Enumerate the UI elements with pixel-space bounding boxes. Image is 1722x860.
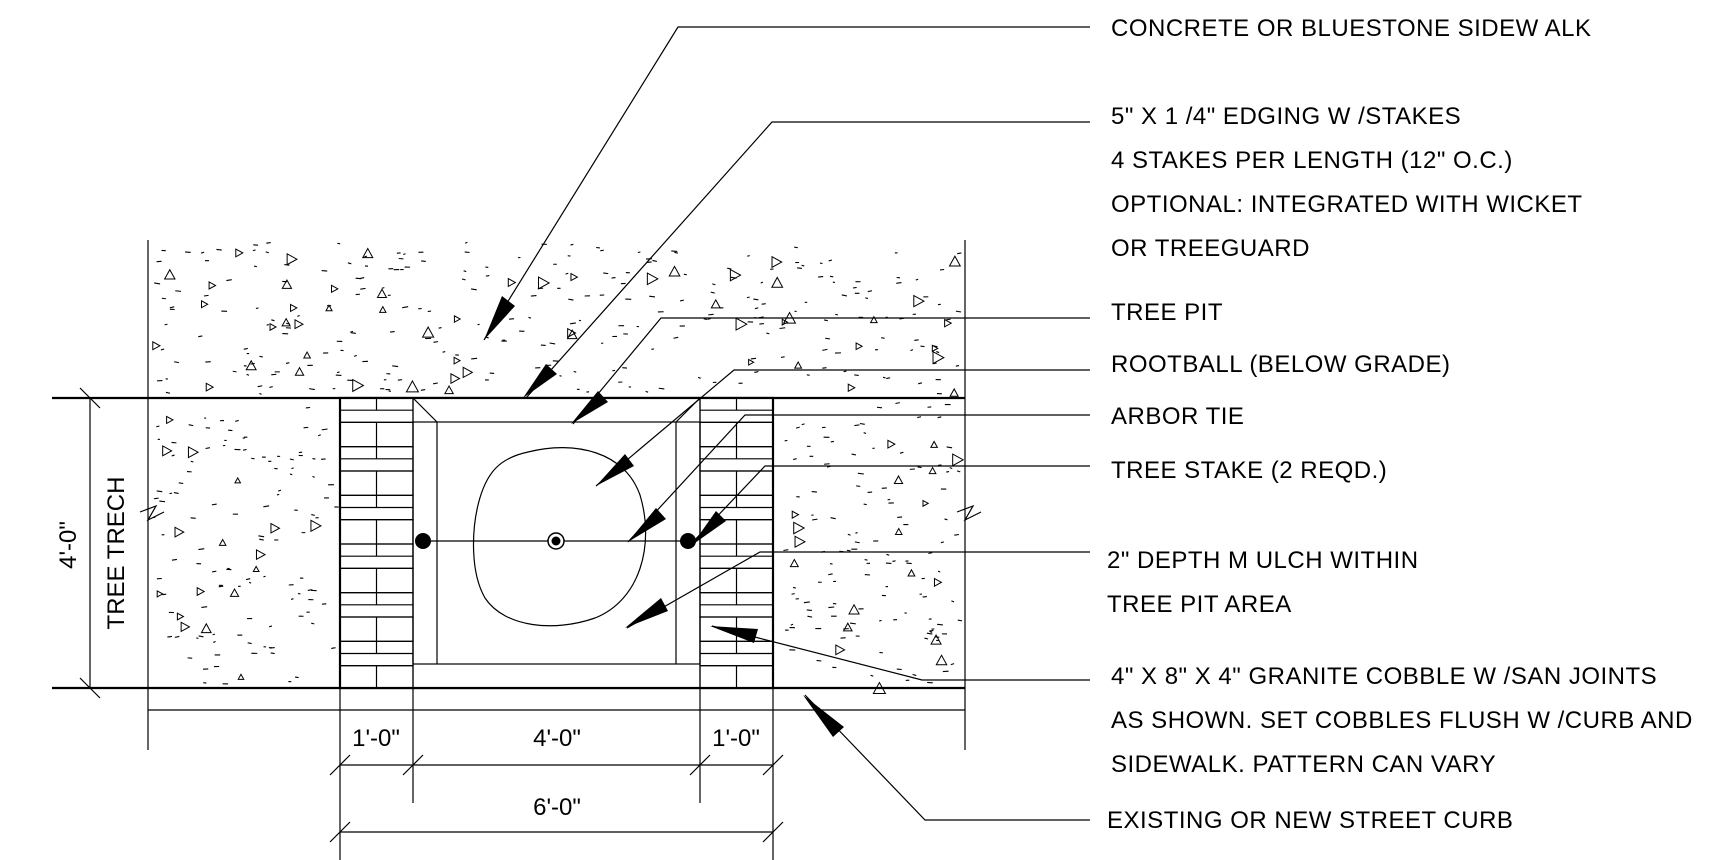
label-tree-stake: TREE STAKE (2 REQD.) <box>1111 457 1387 484</box>
label-arbor-tie: ARBOR TIE <box>1111 403 1244 430</box>
label-tree-pit: TREE PIT <box>1111 299 1223 326</box>
concrete-hatch <box>152 241 965 694</box>
label-tree-trench: TREE TRECH <box>103 477 130 630</box>
label-edging-3: OPTIONAL: INTEGRATED WITH WICKET <box>1111 191 1583 218</box>
label-sidewalk: CONCRETE OR BLUESTONE SIDEW ALK <box>1111 15 1592 42</box>
label-cobble-2: AS SHOWN. SET COBBLES FLUSH W /CURB AND <box>1111 707 1693 734</box>
label-mulch-1: 2" DEPTH M ULCH WITHIN <box>1107 547 1419 574</box>
dim-trench-depth: 4'-0" <box>55 521 82 569</box>
label-curb: EXISTING OR NEW STREET CURB <box>1107 807 1513 834</box>
label-edging-2: 4 STAKES PER LENGTH (12" O.C.) <box>1111 147 1513 174</box>
label-cobble-1: 4" X 8" X 4" GRANITE COBBLE W /SAN JOINT… <box>1111 663 1657 690</box>
label-edging-4: OR TREEGUARD <box>1111 235 1310 262</box>
granite-cobbles-left <box>339 397 414 689</box>
callout-labels: CONCRETE OR BLUESTONE SIDEW ALK 5" X 1 /… <box>1107 15 1693 834</box>
tree-stake-left <box>415 533 431 549</box>
dim-overall: 6'-0" <box>533 794 581 821</box>
label-edging-1: 5" X 1 /4" EDGING W /STAKES <box>1111 103 1461 130</box>
dim-cobble-right: 1'-0" <box>712 725 760 752</box>
leaders <box>483 26 1090 821</box>
rootball-outline <box>472 447 647 627</box>
dim-cobble-left: 1'-0" <box>352 725 400 752</box>
label-rootball: ROOTBALL (BELOW GRADE) <box>1111 351 1451 378</box>
label-mulch-2: TREE PIT AREA <box>1107 591 1292 618</box>
tree-pit <box>338 396 775 690</box>
dim-pit-width: 4'-0" <box>533 725 581 752</box>
dimensions: 4'-0" TREE TRECH 1'-0" 4'-0" 1'-0" 6'-0" <box>55 387 784 860</box>
label-cobble-3: SIDEWALK. PATTERN CAN VARY <box>1111 751 1496 778</box>
